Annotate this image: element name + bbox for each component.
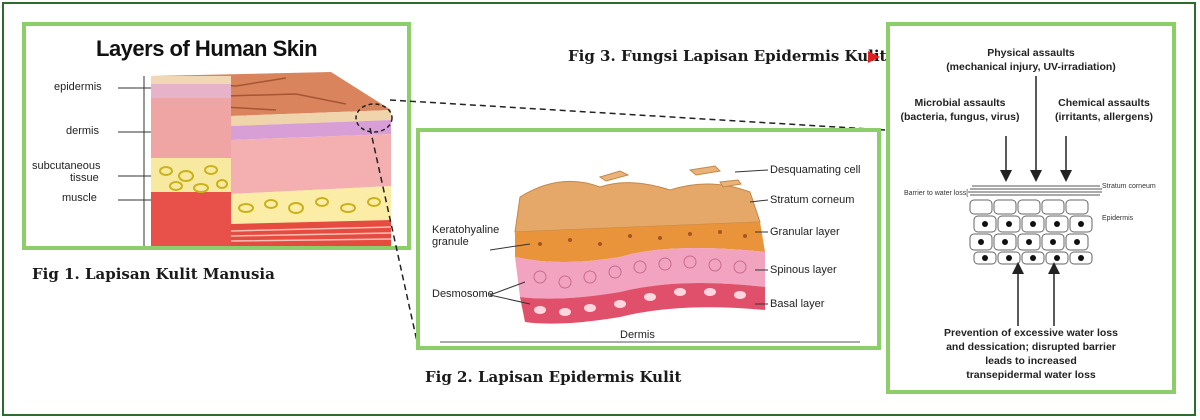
barrier-diagram [968, 76, 1102, 326]
label-tissue: tissue [70, 172, 99, 184]
label-dermis: dermis [66, 125, 100, 137]
red-arrow-icon [868, 51, 880, 63]
label-keratohyaline: Keratohyaline [432, 224, 500, 236]
label-epidermis: epidermis [54, 81, 102, 93]
label-subcutaneous: subcutaneous [32, 160, 101, 172]
label-desquamating-cell: Desquamating cell [770, 164, 861, 176]
fig1-title: Layers of Human Skin [96, 36, 318, 61]
fig1-panel: Layers of Human Skin epidermi [22, 22, 411, 250]
fig2-caption: Fig 2. Lapisan Epidermis Kulit [425, 368, 682, 386]
microbial-assaults-title: Microbial assaults [914, 97, 1006, 109]
label-desmosome: Desmosome [432, 288, 494, 300]
label-stratum-corneum: Stratum corneum [770, 194, 855, 206]
fig3-caption: Fig 3. Fungsi Lapisan Epidermis Kulit [568, 47, 887, 65]
physical-assaults-detail: (mechanical injury, UV-irradiation) [946, 61, 1116, 73]
prevention-line-1: Prevention of excessive water loss [944, 327, 1118, 339]
barrier-to-water-loss-label: Barrier to water loss[ [904, 190, 969, 197]
prevention-line-4: transepidermal water loss [966, 369, 1096, 381]
prevention-line-2: and dessication; disrupted barrier [946, 341, 1116, 353]
fig1-caption: Fig 1. Lapisan Kulit Manusia [32, 265, 275, 283]
label-spinous-layer: Spinous layer [770, 264, 837, 276]
epidermis-illustration [440, 165, 860, 343]
label-granular-layer: Granular layer [770, 226, 840, 238]
microbial-assaults-detail: (bacteria, fungus, virus) [900, 111, 1020, 123]
stratum-corneum-label: Stratum corneum [1102, 183, 1156, 190]
label-basal-layer: Basal layer [770, 298, 825, 310]
skin-block-illustration [118, 72, 393, 246]
label-dermis: Dermis [620, 329, 655, 341]
fig3-panel: Physical assaults (mechanical injury, UV… [886, 22, 1176, 394]
chemical-assaults-title: Chemical assaults [1058, 97, 1150, 109]
chemical-assaults-detail: (irritants, allergens) [1054, 111, 1154, 123]
epidermis-label: Epidermis [1102, 215, 1134, 222]
label-granule: granule [432, 236, 469, 248]
prevention-line-3: leads to increased [985, 355, 1077, 367]
fig2-panel: Desquamating cell Stratum corneum Granul… [416, 128, 881, 350]
label-muscle: muscle [62, 192, 97, 204]
physical-assaults-title: Physical assaults [987, 47, 1075, 59]
